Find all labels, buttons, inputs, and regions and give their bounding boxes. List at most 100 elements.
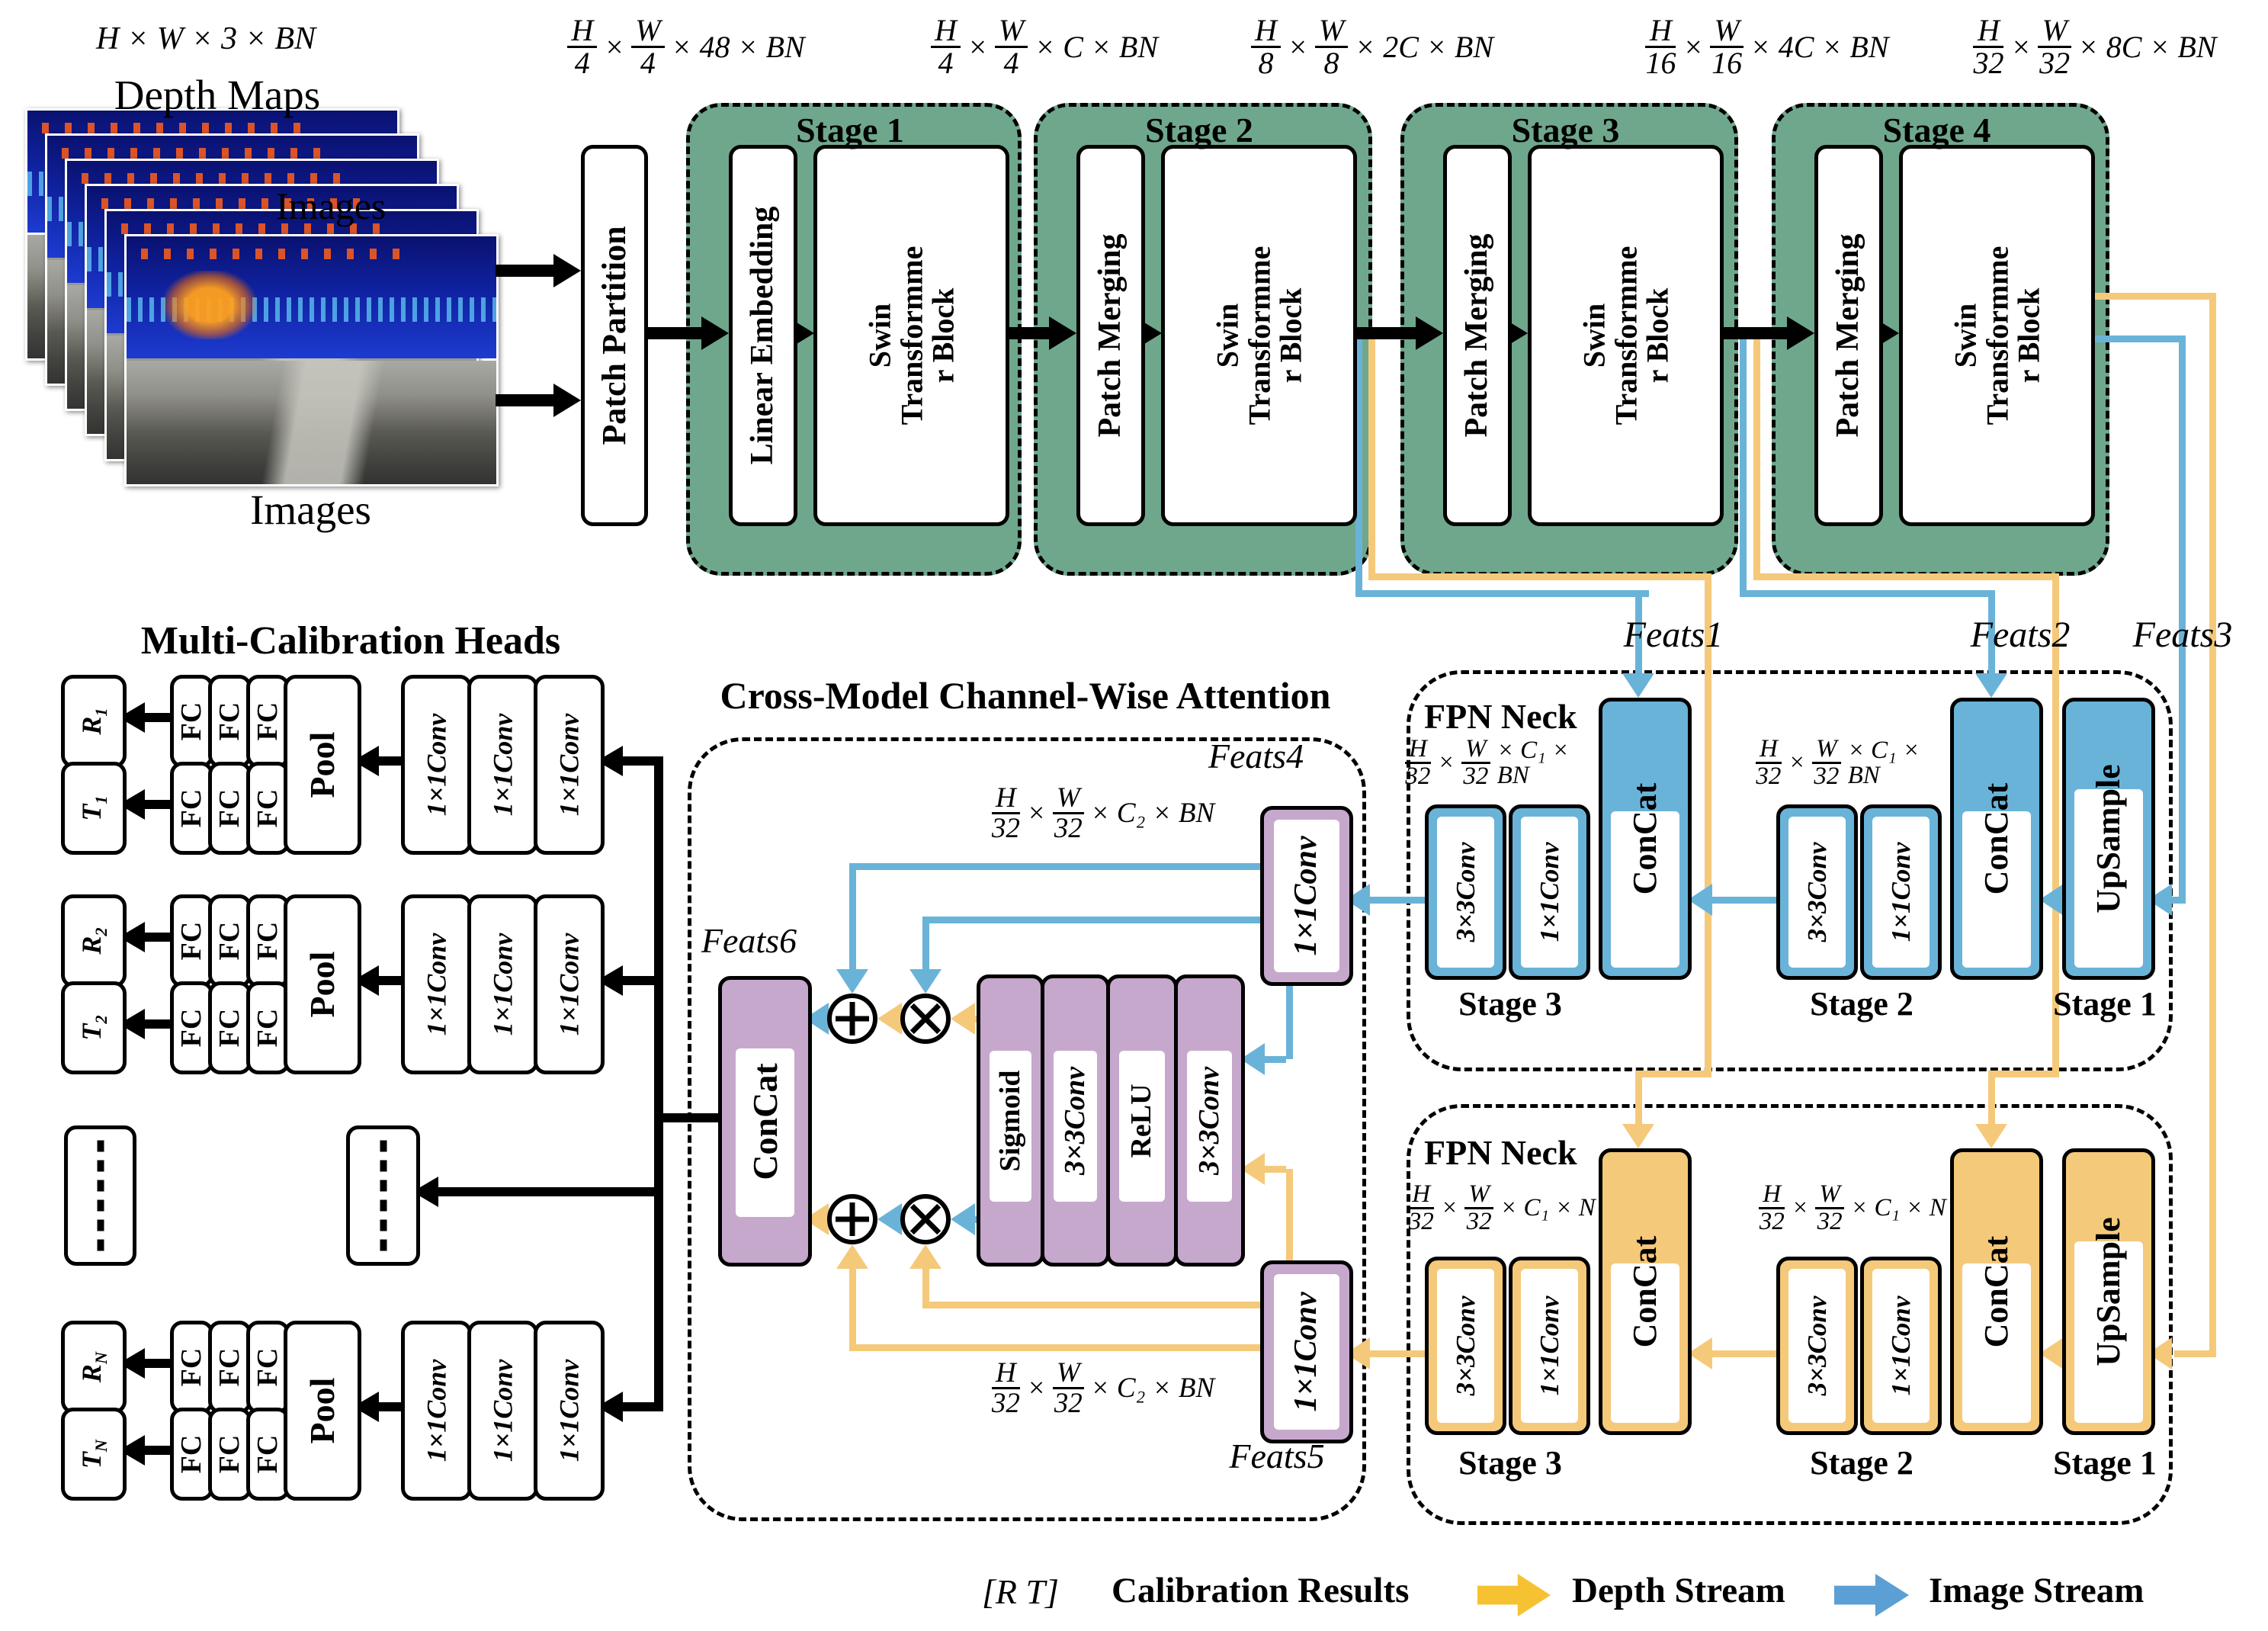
depth-stream-line xyxy=(1753,339,1760,576)
swin-transformer-block-box: Swin Transformme r Block xyxy=(1528,145,1724,526)
image-stream-line xyxy=(1988,590,1995,673)
fpn-image-stage2-concat: ConCat xyxy=(1950,698,2043,980)
fc-box: FC xyxy=(170,1408,213,1501)
vertical-ellipsis-box xyxy=(64,1125,136,1266)
fpn-depth-stage2-conv3x3-panel xyxy=(1788,1269,1846,1423)
image-stream-arrow-icon xyxy=(1834,1574,1909,1617)
feats6-label: Feats6 xyxy=(701,921,797,960)
patch-merging-box: Patch Merging xyxy=(1443,145,1512,526)
head-conv1x1-box: 1×1Conv xyxy=(467,675,538,855)
image-stream-line xyxy=(1740,339,1747,593)
flow-arrow-shaft xyxy=(1715,327,1787,339)
feats6-concat: ConCat xyxy=(718,976,812,1267)
feats3-label: Feats3 xyxy=(2132,615,2233,655)
arrowhead xyxy=(836,969,868,994)
head-arrow-shaft xyxy=(145,713,170,722)
fpn-image-stage2-conv3x3: 3×3Conv xyxy=(1776,804,1858,980)
depth-speckle-band xyxy=(121,223,380,235)
arrowhead xyxy=(951,1203,975,1235)
head-conv1x1-box: 1×1Conv xyxy=(401,1321,472,1501)
fpn-image-upsample-panel xyxy=(2074,789,2143,968)
depth-stream-line xyxy=(1368,573,1711,580)
feats6-concat-panel xyxy=(736,1048,794,1217)
trunk-line xyxy=(654,756,663,1411)
feats5-label: Feats5 xyxy=(1229,1437,1325,1475)
head-conv1x1-box: 1×1Conv xyxy=(467,1321,538,1501)
multiply-operator-icon xyxy=(900,994,951,1044)
depth-stream-line xyxy=(849,1344,1267,1351)
image-stream-line xyxy=(1740,590,1995,597)
swin-transformer-block-box: Swin Transformme r Block xyxy=(1161,145,1357,526)
image-stream-line xyxy=(1286,978,1293,1059)
image-stream-line xyxy=(922,917,1267,923)
depth-stream-line xyxy=(1988,1071,1995,1124)
image-stream-line xyxy=(1370,897,1425,904)
arrowhead xyxy=(1622,673,1654,698)
rotation-output-box: R1 xyxy=(61,675,127,768)
flow-arrow-shaft xyxy=(496,265,553,277)
head-arrow-shaft xyxy=(145,800,170,809)
head-arrow-shaft xyxy=(145,933,170,942)
linear-embedding-box: Linear Embedding xyxy=(729,145,797,526)
fpn-image-stage3-conv1x1: 1×1Conv xyxy=(1509,804,1590,980)
head-arrow-shaft xyxy=(145,1446,170,1455)
fpn-depth-stage3-concat: ConCat xyxy=(1599,1148,1692,1435)
image-stream-line xyxy=(1355,590,1649,597)
fc-box: FC xyxy=(246,675,290,768)
fpn-image-stage2-conv1x1: 1×1Conv xyxy=(1860,804,1942,980)
fc-box: FC xyxy=(170,981,213,1074)
depth-stream-line xyxy=(1638,1071,1711,1077)
pool-box: Pool xyxy=(284,675,361,855)
fc-box: FC xyxy=(208,762,252,855)
fc-box: FC xyxy=(208,894,252,987)
fpn-yellow-stage3: Stage 3 xyxy=(1458,1444,1562,1482)
legend-image-stream-label: Image Stream xyxy=(1929,1571,2144,1610)
arrowhead xyxy=(877,1203,902,1235)
flow-arrow-shaft xyxy=(1002,327,1049,339)
attention-chain-relu: ReLU xyxy=(1106,974,1178,1267)
vertical-dots-icon xyxy=(97,1140,104,1251)
head-arrow-shaft xyxy=(145,1019,170,1029)
fpn-image-stage3-conv3x3-panel xyxy=(1437,817,1494,968)
head-arrow-shaft xyxy=(623,1402,659,1411)
depth-stream-line xyxy=(1712,1350,1776,1357)
head-arrow-shaft xyxy=(145,1359,170,1368)
image-stream-line xyxy=(1265,1056,1286,1063)
depth-stream-line xyxy=(922,1268,929,1305)
fc-box: FC xyxy=(208,981,252,1074)
patch-merging-box: Patch Merging xyxy=(1814,145,1883,526)
arrowhead xyxy=(701,316,729,350)
fpn-image-stage3-concat-panel xyxy=(1611,811,1679,968)
fc-box: FC xyxy=(208,1408,252,1501)
head-arrow-shaft xyxy=(379,756,401,766)
head-arrow-shaft xyxy=(379,976,401,985)
depth-stream-line xyxy=(1370,1350,1425,1357)
depth-stream-line xyxy=(849,1268,856,1347)
depth-stream-line xyxy=(1991,1071,2059,1077)
depth-stream-arrow-icon xyxy=(1477,1574,1551,1617)
flow-arrow-shaft xyxy=(496,394,553,406)
feats4-conv1x1: 1×1Conv xyxy=(1260,806,1353,986)
depth-speckle-band xyxy=(82,173,341,185)
depth-stream-line xyxy=(2174,1350,2216,1357)
image-stream-line xyxy=(2087,336,2186,342)
depth-map-image xyxy=(127,236,496,358)
arrowhead xyxy=(1416,316,1443,350)
add-operator-icon xyxy=(827,994,877,1044)
fpn-yellow-stage2: Stage 2 xyxy=(1810,1444,1914,1482)
fpn-depth-stage3-conv1x1-panel xyxy=(1521,1269,1578,1423)
translation-output-box: T1 xyxy=(61,762,127,855)
arrowhead xyxy=(1688,884,1712,916)
input-sample-card-front xyxy=(124,234,499,486)
fpn-image-stage3-conv1x1-panel xyxy=(1521,817,1578,968)
feats4-label: Feats4 xyxy=(1208,737,1304,775)
stage1-title: Stage 1 xyxy=(796,111,904,149)
arrowhead xyxy=(553,254,581,287)
fpn-depth-stage3-concat-panel xyxy=(1611,1263,1679,1423)
image-stream-line xyxy=(1355,339,1362,593)
